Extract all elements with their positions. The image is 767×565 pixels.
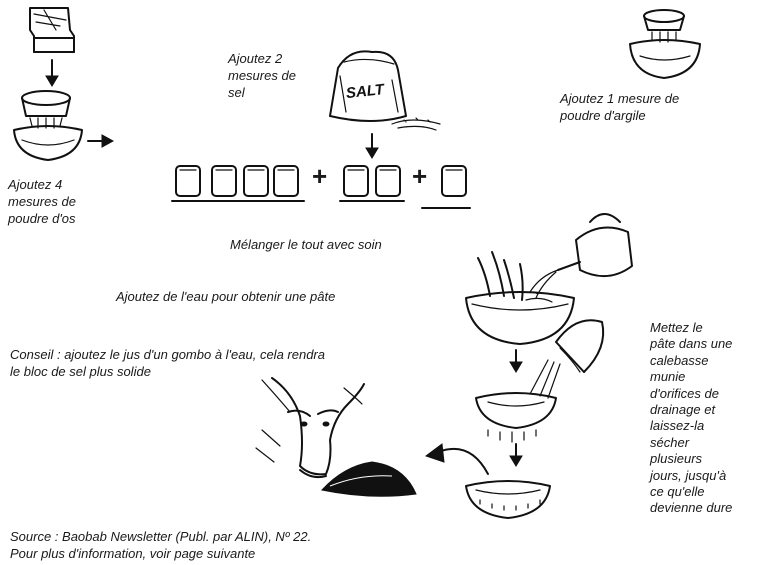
salt-measure-cups-icon (339, 165, 405, 202)
bone-powder-jar-icon (29, 7, 75, 53)
arrow-down-icon (509, 443, 523, 467)
clay-measure-cup-icon (421, 165, 471, 209)
clay-sieve-bowl-icon (629, 9, 701, 79)
source-label: Source : Baobab Newsletter (Publ. par AL… (10, 529, 312, 561)
sack-label: SALT (345, 81, 386, 102)
salt-block-icon (321, 461, 417, 497)
kettle-icon (529, 213, 633, 299)
plus-sign: + (312, 161, 328, 191)
curved-arrow-icon (424, 443, 489, 475)
drainage-calabash-icon (475, 392, 557, 443)
arrow-down-icon (509, 349, 523, 373)
step-clay-label: Ajoutez 1 mesure de poudre d'argile (560, 91, 680, 123)
plus-sign: + (412, 161, 428, 191)
tip-label: Conseil : ajoutez le jus d'un gombo à l'… (10, 347, 325, 379)
step-dry-label: Mettez le pâte dans une calebasse munie … (650, 320, 733, 516)
arrow-right-icon (87, 134, 115, 148)
step-water-label: Ajoutez de l'eau pour obtenir une pâte (116, 289, 336, 304)
step-mix-label: Mélanger le tout avec soin (230, 237, 382, 252)
step-bone-label: Ajoutez 4 mesures de poudre d'os (8, 177, 76, 226)
drying-calabash-icon (465, 480, 551, 519)
pouring-bowl-icon (529, 319, 605, 399)
mixing-bowl-icon (465, 251, 575, 345)
step-salt-label: Ajoutez 2 mesures de sel (228, 51, 296, 100)
goat-head-icon (255, 377, 365, 479)
salt-sack-icon: SALT (329, 50, 441, 131)
sieve-bowl-icon (13, 90, 83, 161)
arrow-down-icon (45, 59, 59, 87)
arrow-down-icon (365, 133, 379, 159)
bone-measure-cups-icon (171, 165, 305, 202)
